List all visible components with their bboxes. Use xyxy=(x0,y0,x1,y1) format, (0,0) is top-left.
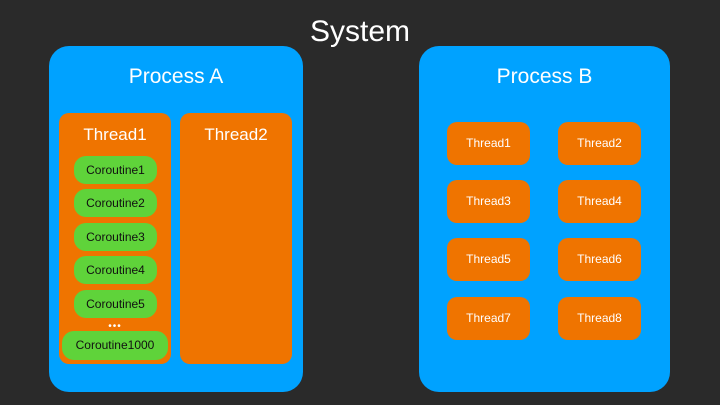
coroutine-2: Coroutine2 xyxy=(74,189,157,217)
process-a-box: Process A Thread1 Coroutine1 Coroutine2 … xyxy=(49,46,303,392)
coroutine-4: Coroutine4 xyxy=(74,256,157,284)
diagram-title: System xyxy=(309,15,411,48)
process-a-thread1-label: Thread1 xyxy=(83,125,147,144)
process-a-thread1: Thread1 Coroutine1 Coroutine2 Coroutine3… xyxy=(59,113,171,364)
process-b-thread2: Thread2 xyxy=(558,122,641,165)
process-b-thread4: Thread4 xyxy=(558,180,641,223)
process-a-label: Process A xyxy=(128,65,224,88)
coroutine-1: Coroutine1 xyxy=(74,156,157,184)
process-b-label: Process B xyxy=(496,65,593,88)
process-b-thread7: Thread7 xyxy=(447,297,530,340)
process-b-thread6: Thread6 xyxy=(558,238,641,281)
coroutine-3: Coroutine3 xyxy=(74,223,157,251)
coroutine-5: Coroutine5 xyxy=(74,290,157,318)
process-b-thread3: Thread3 xyxy=(447,180,530,223)
coroutine-1000: Coroutine1000 xyxy=(62,331,168,360)
process-a-thread2-label: Thread2 xyxy=(204,125,268,144)
process-a-thread2: Thread2 xyxy=(180,113,292,364)
process-b-thread5: Thread5 xyxy=(447,238,530,281)
coroutine-ellipsis: ••• xyxy=(108,321,122,332)
process-b-box: Process B Thread1 Thread2 Thread3 Thread… xyxy=(419,46,670,392)
process-b-thread8: Thread8 xyxy=(558,297,641,340)
process-b-thread1: Thread1 xyxy=(447,122,530,165)
